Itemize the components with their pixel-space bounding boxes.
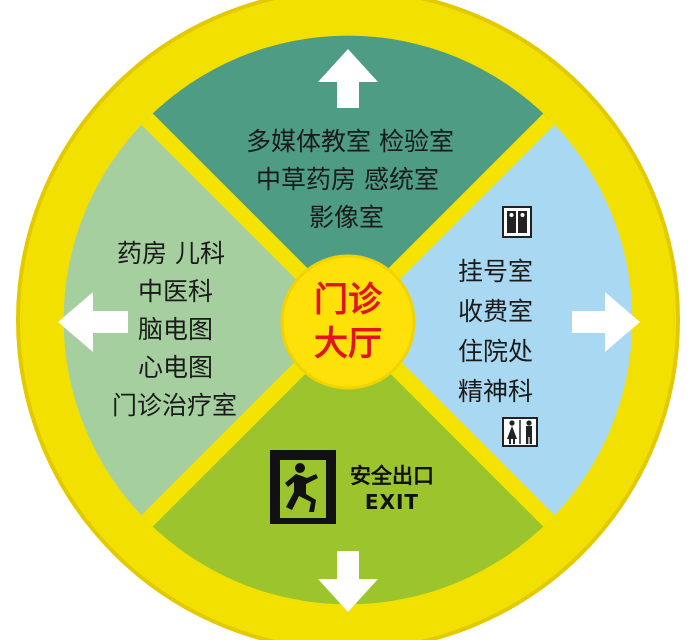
bottom-quadrant <box>147 320 549 605</box>
top-quadrant <box>147 35 549 320</box>
top-item-3: 影像室 <box>309 203 385 232</box>
arrow-left-icon <box>58 292 128 352</box>
left-item-1: 药房 儿科 <box>117 239 225 268</box>
emergency-exit-icon <box>270 450 336 524</box>
right-item-1: 挂号室 <box>458 257 534 286</box>
center-disc <box>280 254 416 390</box>
left-item-2: 中医科 <box>138 277 214 306</box>
left-quadrant <box>63 119 349 521</box>
center-title-line1: 门诊 <box>314 280 382 320</box>
left-item-5: 门诊治疗室 <box>112 391 238 420</box>
center-title: 门诊 大厅 <box>283 278 413 366</box>
arrow-right-icon <box>572 292 640 352</box>
top-item-2: 中草药房 感统室 <box>256 165 439 194</box>
left-item-3: 脑电图 <box>138 315 214 344</box>
right-quadrant <box>348 119 633 521</box>
arrow-down-icon <box>318 551 378 612</box>
exit-label-en: EXIT <box>364 490 420 514</box>
right-item-4: 精神科 <box>458 377 534 406</box>
center-title-line2: 大厅 <box>314 324 382 364</box>
exit-label-cn: 安全出口 <box>350 464 434 488</box>
left-item-4: 心电图 <box>138 353 214 382</box>
elevator-icon <box>502 206 532 238</box>
right-item-3: 住院处 <box>458 337 534 366</box>
top-item-1: 多媒体教室 检验室 <box>246 127 454 156</box>
arrow-up-icon <box>318 49 378 108</box>
restroom-icon <box>502 417 538 447</box>
right-item-2: 收费室 <box>458 297 534 326</box>
